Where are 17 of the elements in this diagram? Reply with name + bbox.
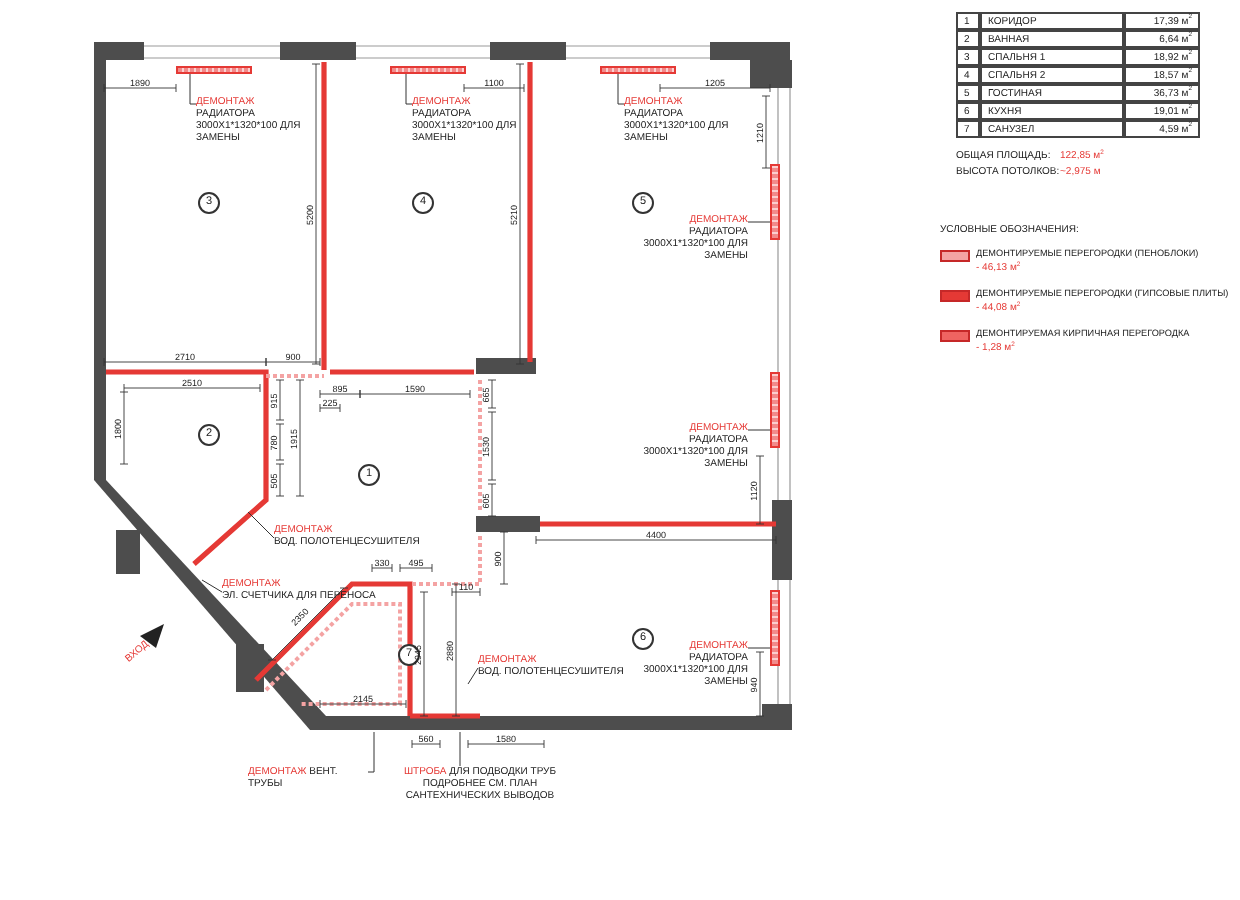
radiator-symbol <box>390 66 466 74</box>
leader-line <box>747 221 771 223</box>
leader-line <box>405 73 413 105</box>
radiator-symbol <box>600 66 676 74</box>
leader-line <box>201 579 223 593</box>
radiator-symbol <box>770 164 780 240</box>
leader-line <box>367 731 375 773</box>
leader-line <box>617 73 625 105</box>
radiator-symbol <box>176 66 252 74</box>
radiator-symbol <box>770 372 780 448</box>
leader-line <box>459 731 461 767</box>
leader-line <box>189 73 197 105</box>
leader-line <box>747 647 771 649</box>
radiator-symbol <box>770 590 780 666</box>
leader-line <box>467 667 479 685</box>
leader-line <box>247 511 275 539</box>
leader-line <box>747 429 771 431</box>
